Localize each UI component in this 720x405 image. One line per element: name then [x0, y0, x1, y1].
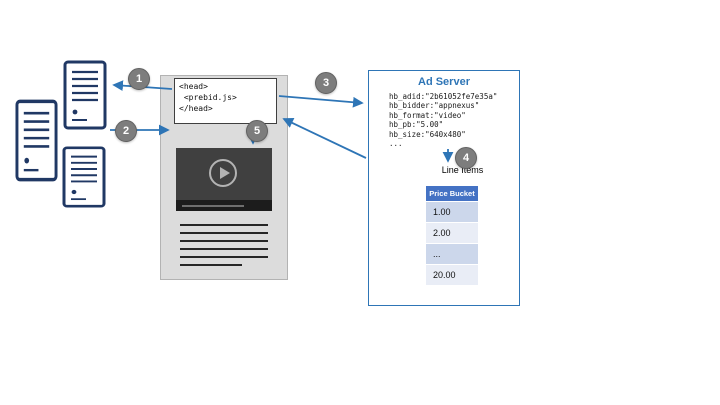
step-badge-1: 1 [128, 68, 150, 90]
text-line [180, 256, 268, 258]
price-bucket-header: Price Bucket [426, 186, 478, 203]
targeting-key-values: hb_adid:"2b61052fe7e35a" hb_bidder:"appn… [389, 92, 519, 148]
text-line [180, 240, 268, 242]
ad-server-title: Ad Server [418, 76, 470, 88]
server-icon [15, 99, 58, 182]
step-badge-5: 5 [246, 120, 268, 142]
kv-hb-adid: hb_adid:"2b61052fe7e35a" [389, 92, 498, 101]
kv-ellipsis: ... [389, 138, 403, 148]
video-progress-bar [182, 205, 244, 207]
table-row: 1.00 [426, 202, 478, 224]
table-row: 2.00 [426, 223, 478, 245]
code-line-prebid: <prebid.js> [179, 92, 237, 102]
text-line [180, 248, 268, 250]
kv-hb-format: hb_format:"video" [389, 110, 466, 120]
kv-hb-bidder: hb_bidder:"appnexus" [389, 101, 480, 111]
code-line: </head> [179, 103, 213, 113]
text-line [180, 224, 268, 226]
video-control-bar [176, 200, 272, 211]
step-badge-4: 4 [455, 147, 477, 169]
code-line: <head> [179, 82, 208, 91]
video-player [176, 148, 272, 211]
head-code-box: <head> <prebid.js> </head> [174, 78, 277, 124]
kv-hb-pb: hb_pb:"5.00" [389, 120, 444, 130]
play-button-icon [209, 159, 237, 187]
server-icon [62, 146, 106, 208]
step-badge-3: 3 [315, 72, 337, 94]
play-triangle-icon [219, 167, 230, 179]
table-row: 20.00 [426, 265, 478, 287]
text-line [180, 232, 268, 234]
arrow-step-3-page-to-adserver [278, 95, 364, 108]
page-text-placeholder [180, 224, 268, 272]
step-badge-2: 2 [115, 120, 137, 142]
kv-hb-size: hb_size:"640x480" [389, 129, 466, 139]
text-line [180, 264, 242, 266]
table-row: ... [426, 244, 478, 266]
arrow-adserver-to-page [282, 117, 367, 159]
price-bucket-table: Price Bucket 1.00 2.00 ... 20.00 [426, 186, 478, 287]
server-icon [63, 60, 107, 130]
line-items-label: Line Items [441, 165, 484, 175]
